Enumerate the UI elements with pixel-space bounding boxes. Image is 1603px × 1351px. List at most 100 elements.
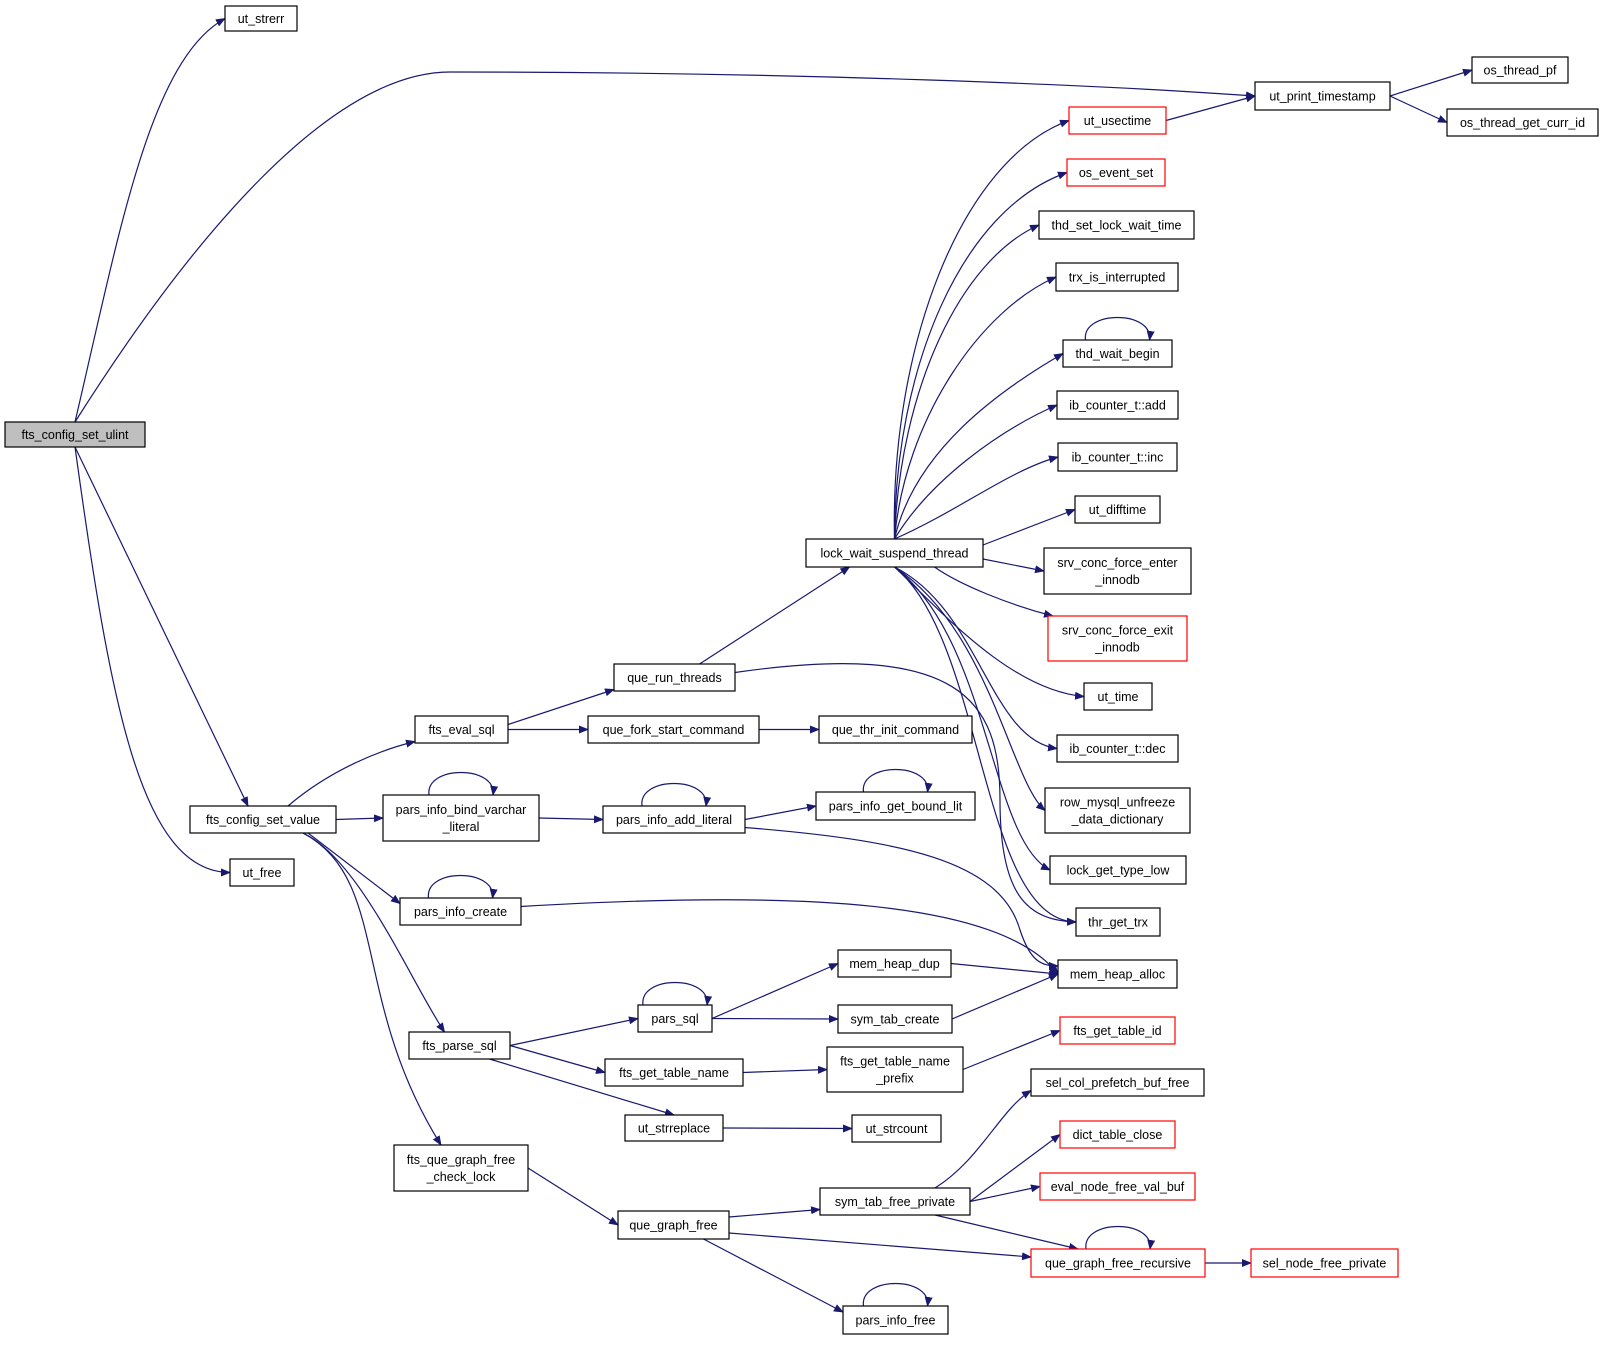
node-trx-is-interrupted[interactable]: trx_is_interrupted: [1055, 262, 1179, 292]
node-fts-eval-sql[interactable]: fts_eval_sql: [414, 715, 509, 744]
node-label: fts_get_table_name: [619, 1066, 729, 1080]
node-fts-parse-sql[interactable]: fts_parse_sql: [408, 1031, 511, 1060]
node-label: fts_config_set_ulint: [21, 428, 129, 442]
node-ut-free[interactable]: ut_free: [229, 858, 295, 887]
edge-lock_wait_suspend_thread-to-ut_difftime: [982, 508, 1076, 546]
node-ib-counter-add[interactable]: ib_counter_t::add: [1056, 390, 1179, 420]
node-ib-counter-inc[interactable]: ib_counter_t::inc: [1057, 442, 1178, 472]
node-ut-print-timestamp[interactable]: ut_print_timestamp: [1254, 81, 1391, 111]
node-label: thd_wait_begin: [1075, 347, 1159, 361]
node-os-event-set[interactable]: os_event_set: [1066, 158, 1166, 187]
edge-fts_config_set_value-to-fts_eval_sql: [287, 739, 416, 807]
node-thr-get-trx[interactable]: thr_get_trx: [1075, 907, 1161, 937]
node-lock-wait-suspend-thread[interactable]: lock_wait_suspend_thread: [805, 538, 984, 568]
node-box: [1446, 108, 1599, 137]
node-srv-conc-force-enter[interactable]: srv_conc_force_enter _innodb: [1043, 547, 1192, 595]
node-pars-info-create[interactable]: pars_info_create: [399, 897, 522, 926]
edge-ut_usectime-to-ut_print_timestamp: [1165, 94, 1256, 122]
node-label: ut_strreplace: [638, 1122, 710, 1136]
node-fts-que-graph-free[interactable]: fts_que_graph_free_check_lock: [393, 1144, 529, 1192]
node-box: [842, 1305, 949, 1335]
node-thd-set-lock-wait-time[interactable]: thd_set_lock_wait_time: [1038, 210, 1195, 240]
edge-lock_wait_suspend_thread-to-ut_time: [894, 566, 1085, 700]
edge-ut_strreplace-to-ut_strcount: [722, 1124, 853, 1133]
node-label: fts_get_table_name: [840, 1055, 950, 1069]
node-label: sel_col_prefetch_buf_free: [1046, 1076, 1190, 1090]
node-ut-usectime[interactable]: ut_usectime: [1068, 106, 1167, 135]
node-label: ib_counter_t::inc: [1072, 451, 1164, 465]
node-ut-strcount[interactable]: ut_strcount: [851, 1114, 942, 1143]
node-label: fts_eval_sql: [428, 723, 494, 737]
node-sel-node-free-private[interactable]: sel_node_free_private: [1250, 1248, 1399, 1278]
node-box: [1030, 1248, 1206, 1278]
node-label: _innodb: [1094, 573, 1140, 587]
node-box: [1075, 907, 1161, 937]
node-pars-info-add-literal[interactable]: pars_info_add_literal: [602, 805, 746, 834]
node-srv-conc-force-exit[interactable]: srv_conc_force_exit_innodb: [1047, 615, 1188, 662]
node-box: [1074, 495, 1161, 524]
node-eval-node-free-val-buf[interactable]: eval_node_free_val_buf: [1039, 1172, 1196, 1201]
node-que-run-threads[interactable]: que_run_threads: [613, 663, 736, 692]
node-label: ut_usectime: [1084, 114, 1151, 128]
node-box: [1047, 615, 1188, 662]
node-row-mysql-unfreeze[interactable]: row_mysql_unfreeze_data_dictionary: [1044, 787, 1191, 834]
node-label: ib_counter_t::add: [1069, 399, 1166, 413]
node-ut-strerr[interactable]: ut_strerr: [224, 5, 298, 32]
edge-lock_wait_suspend_thread-to-ib_counter_add: [893, 404, 1058, 540]
node-label: _data_dictionary: [1071, 813, 1164, 827]
node-box: [1039, 1172, 1196, 1201]
node-fts-get-table-name[interactable]: fts_get_table_name: [604, 1058, 744, 1087]
edge-pars_info_free-to-pars_info_free: [862, 1282, 933, 1307]
node-box: [1044, 787, 1191, 834]
node-os-thread-pf[interactable]: os_thread_pf: [1471, 56, 1569, 84]
node-ut-time[interactable]: ut_time: [1083, 682, 1153, 711]
node-label: srv_conc_force_enter: [1057, 556, 1177, 570]
edge-pars_info_add_literal-to-pars_info_add_literal: [641, 782, 712, 807]
node-label: pars_info_bind_varchar: [396, 803, 527, 817]
node-dict-table-close[interactable]: dict_table_close: [1059, 1120, 1176, 1149]
node-que-fork-start-command[interactable]: que_fork_start_command: [587, 715, 760, 744]
node-label: lock_get_type_low: [1067, 864, 1171, 878]
node-label: lock_wait_suspend_thread: [820, 547, 968, 561]
node-box: [604, 1058, 744, 1087]
node-box: [637, 1004, 713, 1033]
node-fts-get-table-id[interactable]: fts_get_table_id: [1059, 1016, 1176, 1045]
node-sym-tab-create[interactable]: sym_tab_create: [837, 1004, 953, 1034]
node-pars-info-get-bound-lit[interactable]: pars_info_get_bound_lit: [815, 791, 976, 821]
node-pars-info-free[interactable]: pars_info_free: [842, 1305, 949, 1335]
node-que-thr-init-command[interactable]: que_thr_init_command: [818, 715, 973, 744]
node-ut-strreplace[interactable]: ut_strreplace: [624, 1114, 724, 1142]
node-pars-sql[interactable]: pars_sql: [637, 1004, 713, 1033]
node-box: [818, 715, 973, 744]
edge-root-to-ut_strerr: [74, 17, 226, 423]
node-mem-heap-dup[interactable]: mem_heap_dup: [837, 949, 952, 978]
edge-fts_get_table_name_prefix-to-fts_get_table_id: [962, 1029, 1061, 1071]
node-mem-heap-alloc[interactable]: mem_heap_alloc: [1057, 959, 1178, 989]
node-os-thread-get-curr-id[interactable]: os_thread_get_curr_id: [1446, 108, 1599, 137]
node-label: os_event_set: [1079, 166, 1154, 180]
node-que-graph-free[interactable]: que_graph_free: [617, 1210, 730, 1240]
node-lock-get-type-low[interactable]: lock_get_type_low: [1049, 855, 1187, 885]
node-sel-col-prefetch-buf-free[interactable]: sel_col_prefetch_buf_free: [1030, 1068, 1205, 1097]
node-thd-wait-begin[interactable]: thd_wait_begin: [1062, 339, 1173, 368]
node-root[interactable]: fts_config_set_ulint: [4, 421, 146, 448]
node-label: ut_time: [1098, 690, 1139, 704]
node-ut-difftime[interactable]: ut_difftime: [1074, 495, 1161, 524]
node-label: que_run_threads: [627, 671, 722, 685]
node-box: [393, 1144, 529, 1192]
node-fts-config-set-value[interactable]: fts_config_set_value: [189, 805, 337, 834]
node-label: pars_info_get_bound_lit: [829, 800, 963, 814]
node-box: [1043, 547, 1192, 595]
node-que-graph-free-recursive[interactable]: que_graph_free_recursive: [1030, 1248, 1206, 1278]
edge-pars_info_bind_varchar-to-pars_info_bind_varchar: [428, 771, 499, 796]
node-label: mem_heap_dup: [849, 957, 939, 971]
node-ib-counter-dec[interactable]: ib_counter_t::dec: [1056, 734, 1179, 763]
node-fts-get-table-name-prefix[interactable]: fts_get_table_name_prefix: [826, 1046, 964, 1093]
node-label: fts_config_set_value: [206, 813, 320, 827]
node-pars-info-bind-varchar[interactable]: pars_info_bind_varchar_literal: [382, 794, 540, 842]
edge-mem_heap_dup-to-mem_heap_alloc: [950, 962, 1059, 978]
edge-fts_config_set_value-to-fts_parse_sql: [302, 832, 446, 1033]
node-box: [1066, 158, 1166, 187]
node-sym-tab-free-private[interactable]: sym_tab_free_private: [819, 1187, 971, 1216]
edge-que_graph_free_recursive-to-que_graph_free_recursive: [1085, 1225, 1156, 1250]
